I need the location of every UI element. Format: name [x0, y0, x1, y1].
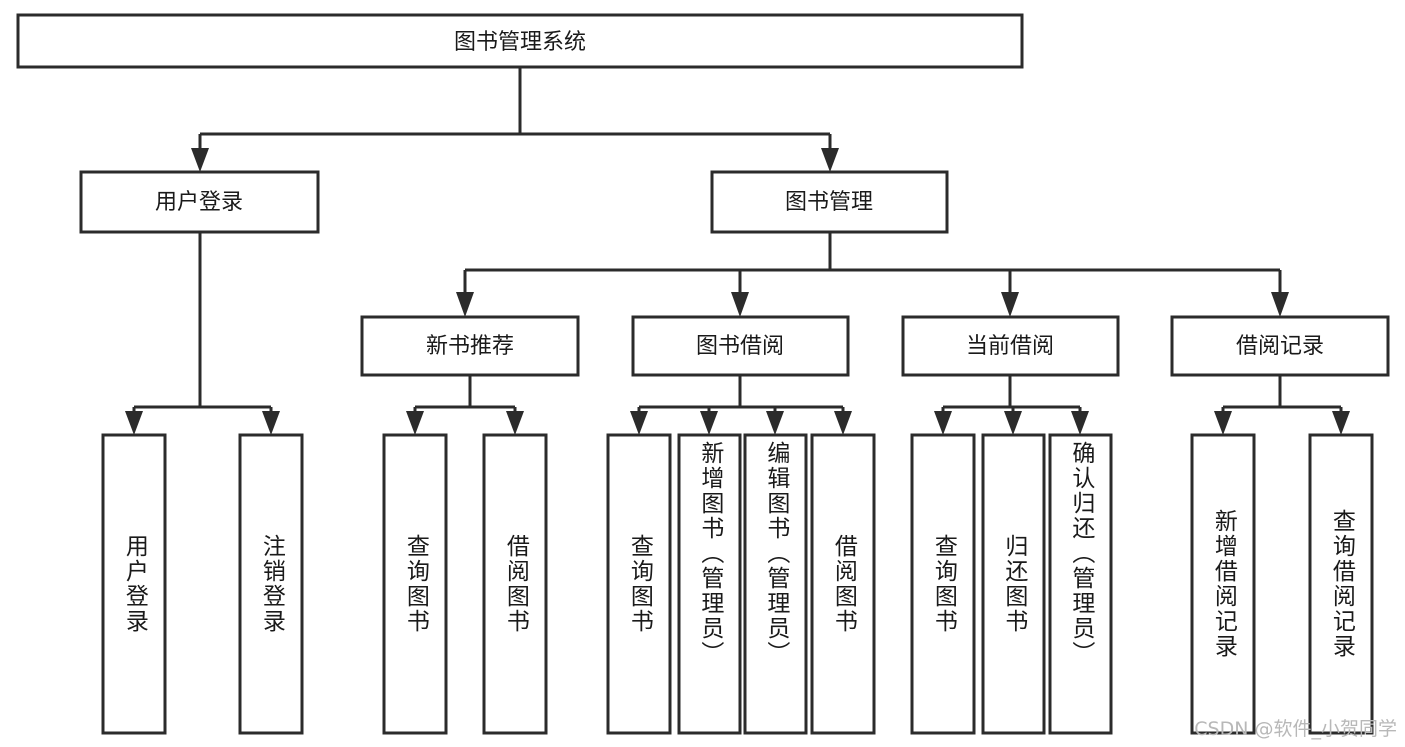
node-leaf-confirm-return-box[interactable] [1048, 433, 1113, 735]
node-leaf-query-book-3-box[interactable] [910, 433, 976, 735]
arrowhead-to-leaf-add-record [1214, 411, 1232, 435]
node-book-borrow-label: 图书借阅 [696, 334, 784, 359]
node-user-login-box[interactable] [79, 170, 320, 234]
node-root-box[interactable] [16, 13, 1024, 69]
node-leaf-user-login-box[interactable] [101, 433, 167, 735]
arrowhead-to-new-book-rec [456, 292, 474, 317]
arrowhead-to-leaf-borrow-book-1 [506, 411, 524, 435]
arrowhead-to-leaf-user-login [125, 411, 143, 435]
arrowhead-to-book-manage [821, 148, 839, 172]
arrowhead-to-leaf-query-record [1332, 411, 1350, 435]
node-user-login-label: 用户登录 [155, 190, 243, 215]
edge-borrow-record-to-leaves [1221, 375, 1343, 423]
node-new-book-rec-label: 新书推荐 [426, 334, 514, 359]
edge-root-to-level2-bus [198, 67, 832, 160]
leaf-box-layer [101, 433, 1374, 735]
arrowhead-to-leaf-query-book-2 [630, 411, 648, 435]
node-book-borrow[interactable]: 图书借阅 [631, 315, 850, 377]
node-root-label: 图书管理系统 [454, 30, 586, 55]
node-user-login[interactable]: 用户登录 [79, 170, 320, 234]
arrowhead-to-leaf-add-book [700, 411, 718, 435]
edge-user-login-to-leaves [132, 232, 273, 423]
node-leaf-query-book-1-box[interactable] [382, 433, 448, 735]
node-root[interactable]: 图书管理系统 [16, 13, 1024, 69]
node-leaf-add-book-box[interactable] [677, 433, 742, 735]
node-borrow-record[interactable]: 借阅记录 [1170, 315, 1390, 377]
arrowhead-to-leaf-return-book [1004, 411, 1022, 435]
edge-book-manage-to-level3-bus [463, 232, 1282, 295]
node-leaf-query-record-box[interactable] [1308, 433, 1374, 735]
arrowhead-to-leaf-logout [262, 411, 280, 435]
node-leaf-return-book-box[interactable] [981, 433, 1046, 735]
node-book-manage[interactable]: 图书管理 [710, 170, 949, 234]
arrowhead-to-current-borrow [1001, 292, 1019, 317]
arrowhead-to-user-login [191, 148, 209, 172]
node-book-borrow-box[interactable] [631, 315, 850, 377]
edge-book-borrow-to-leaves [637, 375, 845, 423]
arrowhead-to-leaf-query-book-3 [934, 411, 952, 435]
arrowhead-to-leaf-confirm-return [1071, 411, 1089, 435]
node-new-book-rec[interactable]: 新书推荐 [360, 315, 580, 377]
arrowhead-to-leaf-query-book-1 [406, 411, 424, 435]
node-borrow-record-label: 借阅记录 [1236, 334, 1324, 359]
node-leaf-logout-box[interactable] [238, 433, 304, 735]
node-current-borrow-label: 当前借阅 [966, 334, 1054, 359]
edge-new-book-rec-to-leaves [413, 375, 517, 423]
arrowhead-to-book-borrow [731, 292, 749, 317]
arrowhead-to-borrow-record [1271, 292, 1289, 317]
node-leaf-query-book-2-box[interactable] [606, 433, 672, 735]
node-leaf-borrow-book-1-box[interactable] [482, 433, 548, 735]
arrowhead-to-leaf-borrow-book-2 [834, 411, 852, 435]
node-current-borrow-box[interactable] [901, 315, 1120, 377]
connector-layer [125, 67, 1350, 435]
node-leaf-add-record-box[interactable] [1190, 433, 1256, 735]
node-book-manage-label: 图书管理 [785, 190, 873, 215]
node-new-book-rec-box[interactable] [360, 315, 580, 377]
arrowhead-to-leaf-edit-book [766, 411, 784, 435]
node-book-manage-box[interactable] [710, 170, 949, 234]
node-leaf-borrow-book-2-box[interactable] [810, 433, 876, 735]
node-leaf-edit-book-box[interactable] [743, 433, 808, 735]
node-borrow-record-box[interactable] [1170, 315, 1390, 377]
node-current-borrow[interactable]: 当前借阅 [901, 315, 1120, 377]
